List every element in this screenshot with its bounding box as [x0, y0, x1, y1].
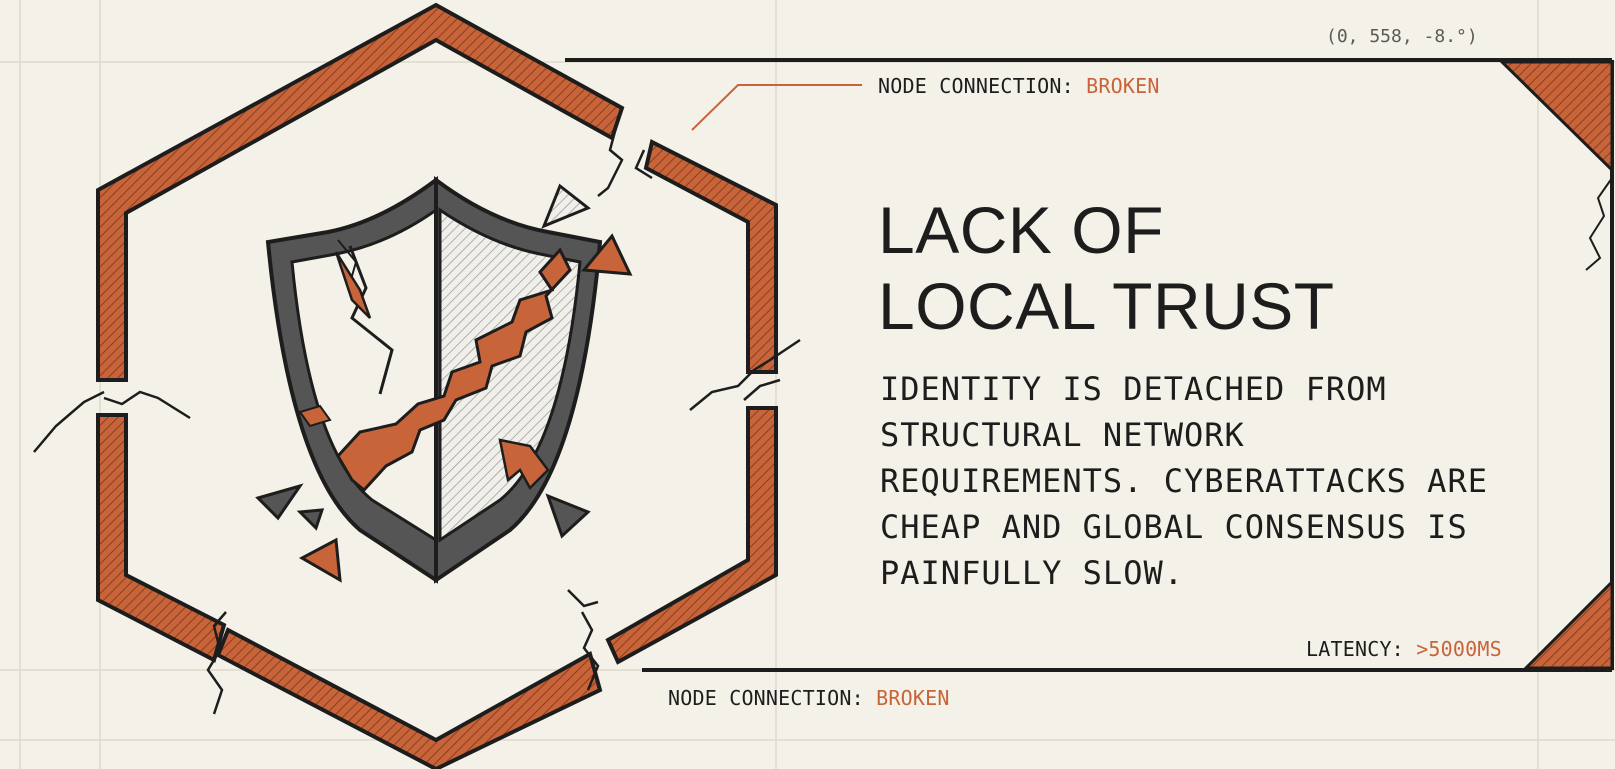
hexagon-cracks	[33, 119, 801, 715]
card-body: IDENTITY IS DETACHED FROM STRUCTURAL NET…	[880, 366, 1580, 596]
body-line: PAINFULLY SLOW.	[880, 554, 1184, 592]
shield-debris	[255, 183, 633, 583]
body-line: CHEAP AND GLOBAL CONSENSUS IS	[880, 508, 1468, 546]
cracked-shield-icon	[265, 176, 603, 584]
node-connection-value: BROKEN	[1086, 74, 1160, 98]
corner-tab-bottom-right	[1522, 578, 1614, 670]
corner-tab-top-right	[1498, 60, 1614, 174]
node-connection-status-top: NODE CONNECTION: BROKEN	[878, 74, 1160, 98]
leader-line	[691, 84, 862, 131]
node-connection-status-bottom: NODE CONNECTION: BROKEN	[668, 686, 950, 710]
broken-hexagon-icon	[96, 2, 778, 769]
card-title-line-2: LOCAL TRUST	[878, 269, 1335, 343]
body-line: IDENTITY IS DETACHED FROM	[880, 370, 1387, 408]
node-connection-value: BROKEN	[876, 686, 950, 710]
latency-value: >5000MS	[1416, 637, 1502, 661]
coordinate-readout: (0, 558, -8.°)	[1326, 26, 1478, 47]
node-connection-label: NODE CONNECTION:	[878, 74, 1074, 98]
body-line: REQUIREMENTS. CYBERATTACKS ARE	[880, 462, 1488, 500]
body-line: STRUCTURAL NETWORK	[880, 416, 1245, 454]
card-title-line-1: LACK OF	[878, 193, 1164, 267]
info-card-frame	[565, 58, 1614, 672]
latency-label: LATENCY:	[1306, 637, 1404, 661]
card-title: LACK OF LOCAL TRUST	[878, 192, 1335, 344]
node-connection-label: NODE CONNECTION:	[668, 686, 864, 710]
latency-readout: LATENCY: >5000MS	[1306, 637, 1502, 661]
